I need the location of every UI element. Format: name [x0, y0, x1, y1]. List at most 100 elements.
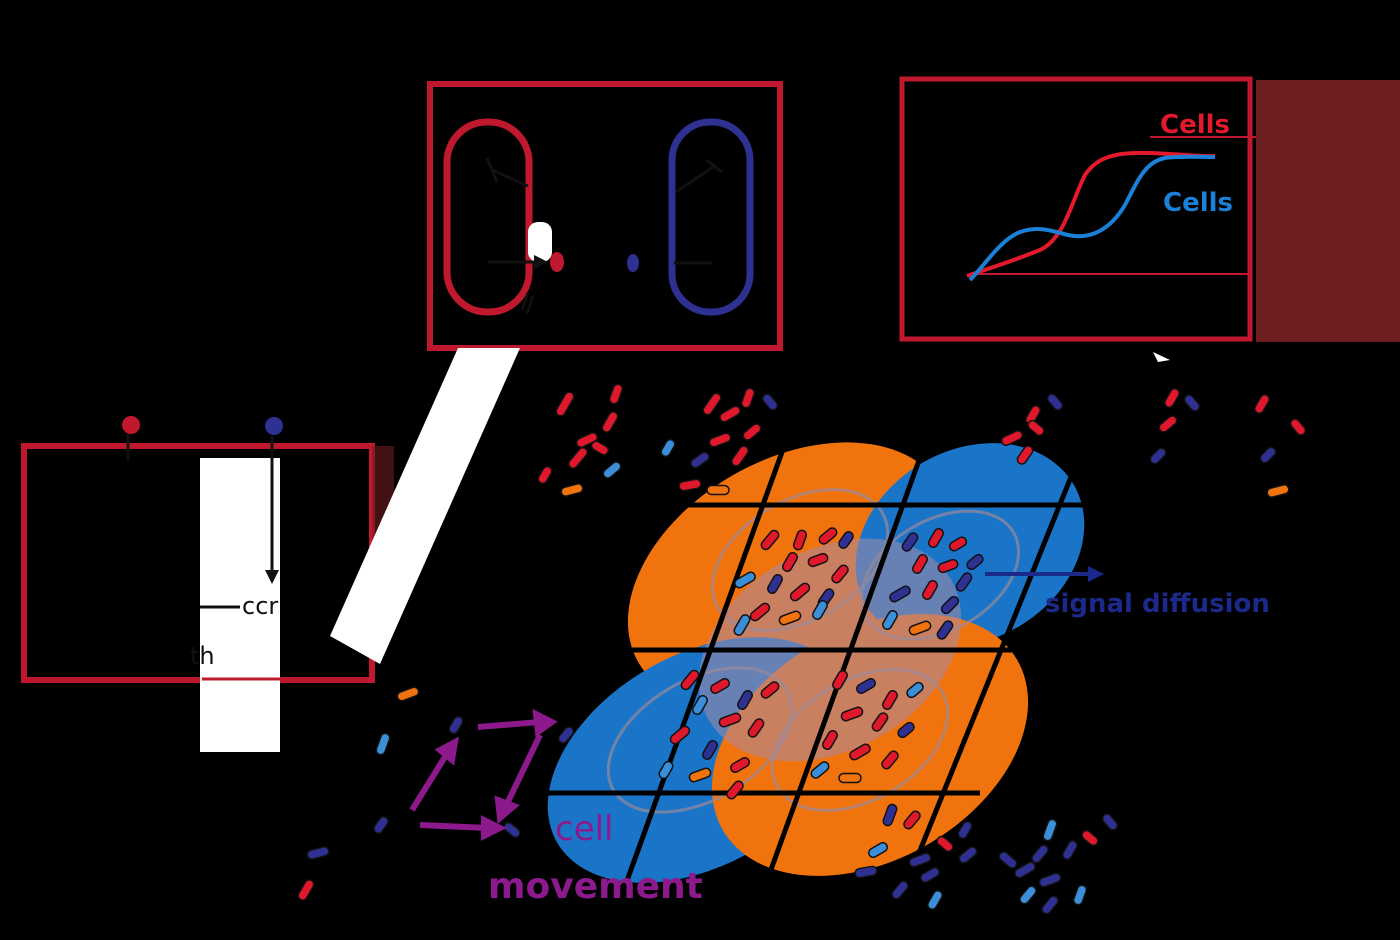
- rod-cell-39: [831, 564, 849, 584]
- rod-cell-35: [818, 527, 838, 545]
- rod-cell-62: [709, 678, 731, 694]
- rod-cell-38: [807, 552, 829, 568]
- rod-cell-45: [778, 610, 802, 626]
- rod-cell-72: [658, 760, 674, 780]
- rod-cell-54: [955, 572, 973, 592]
- rod-cell-59: [908, 620, 932, 636]
- rod-cell-3: [601, 411, 619, 433]
- rod-cell-73: [726, 780, 744, 800]
- movement-arrow-bottom: [419, 822, 489, 831]
- rod-cell-26: [1183, 394, 1201, 412]
- rod-cell-61: [680, 669, 700, 691]
- rod-cell-25: [1164, 387, 1180, 409]
- pattern-field: [530, 429, 1093, 901]
- rod-cell-75: [855, 678, 877, 694]
- rod-cell-10: [719, 405, 741, 423]
- rod-cell-77: [906, 681, 924, 699]
- rod-cell-19: [742, 423, 762, 441]
- rod-cell-86: [396, 686, 420, 702]
- blue-cells-curve: [968, 154, 1216, 282]
- rod-cell-5: [560, 483, 584, 497]
- rod-cell-34: [792, 529, 808, 551]
- rod-cell-111: [1101, 813, 1119, 831]
- rod-cell-12: [761, 393, 779, 411]
- rod-cell-114: [998, 851, 1018, 869]
- rod-cell-97: [908, 852, 932, 868]
- rod-cell-20: [1046, 393, 1064, 411]
- rod-cell-98: [854, 865, 878, 879]
- rod-cell-52: [912, 553, 928, 575]
- rod-cell-112: [1072, 884, 1088, 906]
- rod-cell-47: [733, 614, 751, 636]
- rod-cell-96: [867, 842, 889, 858]
- rod-cell-100: [919, 867, 941, 883]
- movement-arrow-top: [477, 719, 541, 730]
- rod-cell-16: [660, 438, 676, 458]
- cell-label: cell: [555, 809, 614, 849]
- rod-cell-103: [957, 820, 973, 840]
- red-node-icon: [122, 416, 140, 434]
- rod-cell-41: [767, 573, 783, 595]
- rod-cell-115: [1019, 885, 1037, 905]
- rod-cell-69: [702, 739, 718, 761]
- rod-cell-9: [702, 392, 722, 416]
- rod-cell-46: [812, 599, 828, 621]
- rod-cell-87: [448, 715, 464, 735]
- rod-cell-89: [557, 726, 575, 744]
- left-arrow-head-icon: [265, 570, 279, 584]
- rod-cell-99: [891, 880, 909, 900]
- rod-cell-70: [729, 757, 751, 773]
- rod-cell-8: [537, 465, 553, 485]
- rod-cell-108: [1038, 872, 1062, 888]
- rod-cell-24: [1016, 445, 1034, 465]
- rod-cell-14: [731, 445, 749, 467]
- rod-cell-0: [555, 391, 575, 417]
- rod-cell-67: [747, 718, 765, 738]
- red-cell-inhibition-icon: [485, 157, 529, 188]
- rod-cell-40: [734, 571, 756, 589]
- rod-cell-28: [1149, 447, 1167, 465]
- rod-cell-60: [936, 620, 954, 640]
- rod-cell-101: [927, 889, 943, 911]
- movement-arrowhead-icon-2: [494, 795, 520, 824]
- cells-layer: [297, 383, 1307, 915]
- rod-cell-44: [749, 602, 771, 622]
- movement-arrowhead-icon-3: [481, 815, 507, 841]
- rod-cell-79: [871, 712, 889, 732]
- rod-cell-106: [1031, 844, 1049, 864]
- rod-cell-76: [882, 689, 898, 711]
- white-patch: [528, 222, 552, 262]
- rod-cell-95: [903, 810, 921, 830]
- rod-cell-92: [306, 846, 330, 860]
- rod-cell-94: [882, 803, 898, 827]
- movement-arrow-right: [502, 733, 543, 810]
- rod-cell-91: [503, 821, 521, 839]
- rod-cell-37: [782, 551, 798, 573]
- rod-cell-50: [948, 536, 968, 552]
- rod-cell-84: [838, 772, 862, 784]
- movement-arrowhead-icon: [532, 708, 558, 738]
- graph-pointer-mark: [1153, 352, 1170, 362]
- rod-cell-27: [1158, 415, 1178, 433]
- blue-node-icon: [265, 417, 283, 435]
- rod-cell-7: [590, 440, 610, 456]
- rod-cell-33: [760, 529, 780, 551]
- rod-cell-63: [737, 689, 753, 711]
- blue-signal-molecule: [627, 254, 639, 272]
- rod-cell-64: [760, 681, 780, 699]
- signal-diffusion-label: signal diffusion: [1045, 589, 1270, 619]
- red-cell-outline: [443, 118, 533, 316]
- rod-cell-107: [1014, 861, 1036, 879]
- rod-cell-1: [575, 432, 599, 448]
- rod-cell-83: [881, 750, 899, 770]
- rod-cell-57: [940, 595, 960, 615]
- rod-cell-65: [692, 694, 708, 716]
- th-label: th: [190, 642, 215, 670]
- rod-cell-49: [928, 527, 944, 549]
- rod-cell-29: [1254, 393, 1270, 415]
- graph-panel: Cells Cells: [899, 76, 1400, 362]
- rod-cell-82: [849, 743, 871, 761]
- rod-cell-18: [706, 484, 730, 496]
